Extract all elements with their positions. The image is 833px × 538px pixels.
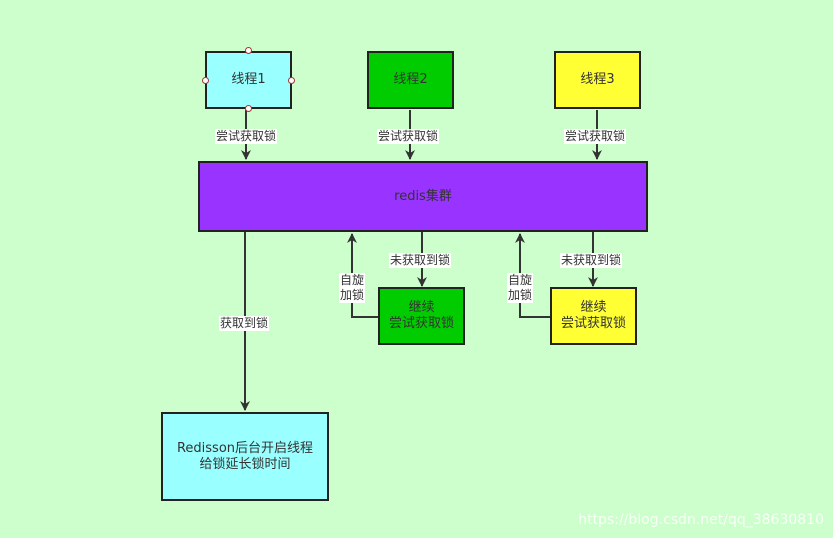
edge-label-not-acquired-a: 未获取到锁 bbox=[389, 253, 452, 268]
edge-label-try-1: 尝试获取锁 bbox=[215, 129, 278, 144]
thread3-node[interactable]: 线程3 bbox=[554, 51, 641, 109]
edge-label-spin-a: 自旋 加锁 bbox=[339, 273, 366, 303]
edge-label-not-acquired-b: 未获取到锁 bbox=[560, 253, 623, 268]
thread2-node[interactable]: 线程2 bbox=[367, 51, 454, 109]
redisson-node[interactable]: Redisson后台开启线程 给锁延长锁时间 bbox=[161, 412, 329, 501]
resize-handle-right[interactable] bbox=[288, 77, 295, 84]
edge-retry-b-spin bbox=[515, 233, 551, 318]
resize-handle-top[interactable] bbox=[245, 47, 252, 54]
edge-retry-a-spin bbox=[347, 233, 379, 318]
resize-handle-bottom[interactable] bbox=[245, 105, 252, 112]
edge-label-try-2: 尝试获取锁 bbox=[377, 129, 440, 144]
edge-label-try-3: 尝试获取锁 bbox=[564, 129, 627, 144]
retry-node-b[interactable]: 继续 尝试获取锁 bbox=[550, 287, 637, 345]
resize-handle-left[interactable] bbox=[202, 77, 209, 84]
watermark: https://blog.csdn.net/qq_38630810 bbox=[578, 512, 824, 528]
edge-label-acquired: 获取到锁 bbox=[219, 316, 270, 331]
redis-cluster-node[interactable]: redis集群 bbox=[198, 161, 648, 232]
thread1-node[interactable]: 线程1 bbox=[205, 51, 292, 109]
edge-label-spin-b: 自旋 加锁 bbox=[507, 273, 534, 303]
retry-node-a[interactable]: 继续 尝试获取锁 bbox=[378, 287, 465, 345]
